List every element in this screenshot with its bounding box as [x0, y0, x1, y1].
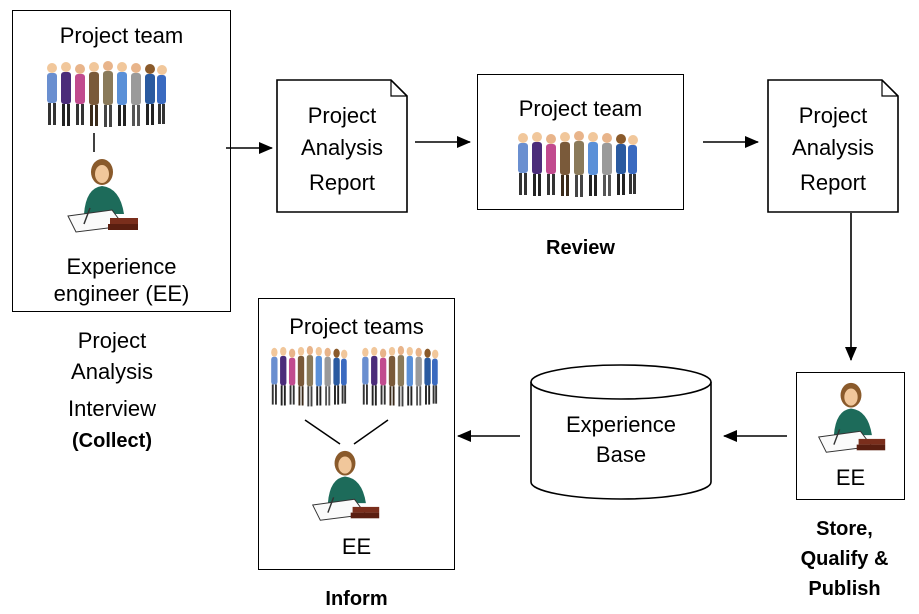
engineer-at-desk-icon	[311, 450, 380, 521]
store-ee-label: EE	[835, 465, 866, 490]
experience-base-line2: Base	[595, 442, 647, 467]
collect-role-line2: engineer (EE)	[53, 281, 190, 306]
collect-caption-line2: Analysis	[71, 359, 153, 384]
report-document-1	[276, 79, 408, 213]
experience-base-line1: Experience	[565, 412, 677, 437]
collect-box	[12, 10, 231, 312]
collect-team-title: Project team	[59, 23, 184, 48]
report-1-line3: Report	[308, 170, 376, 195]
inform-box	[258, 298, 455, 570]
people-group-icon	[47, 61, 167, 127]
report-2-line3: Report	[799, 170, 867, 195]
inform-ee-label: EE	[341, 534, 372, 559]
inform-connector-right	[353, 419, 389, 445]
collect-caption-line1: Project	[77, 328, 147, 353]
report-1-line2: Analysis	[301, 135, 383, 160]
report-document-2	[767, 79, 899, 213]
inform-team-title: Project teams	[289, 314, 424, 339]
review-team-title: Project team	[518, 96, 643, 121]
inform-connector-left	[304, 419, 341, 445]
report-2-line2: Analysis	[792, 135, 874, 160]
engineer-at-desk-icon	[817, 382, 886, 453]
review-caption: Review	[546, 237, 615, 259]
inform-caption: Inform	[325, 588, 388, 610]
engineer-at-desk-icon	[67, 159, 138, 233]
collect-caption-line4: (Collect)	[72, 430, 152, 452]
store-caption-line3: Publish	[808, 578, 881, 600]
collect-caption-line3: Interview	[67, 396, 157, 421]
report-2-line1: Project	[798, 103, 868, 128]
experience-base-cylinder	[530, 364, 712, 500]
store-caption-line2: Qualify &	[800, 548, 889, 570]
collect-role-line1: Experience	[66, 254, 177, 279]
store-caption-line1: Store,	[816, 518, 873, 540]
report-1-line1: Project	[307, 103, 377, 128]
